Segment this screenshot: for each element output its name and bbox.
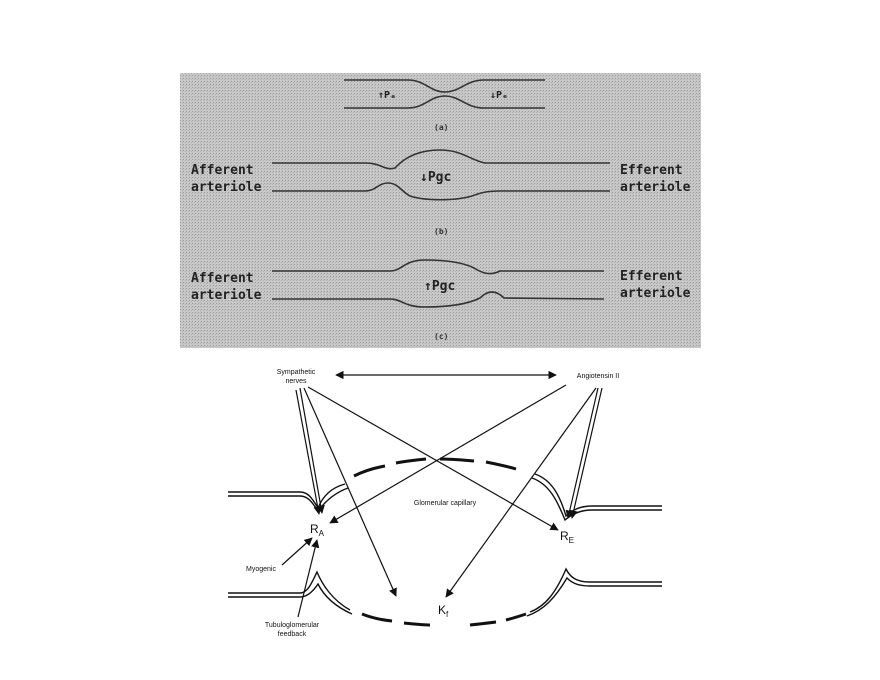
arrow-tgf-to-ra bbox=[297, 539, 320, 618]
ra-label-sub: A bbox=[319, 529, 325, 538]
panel-b-right-label-line1: Efferent bbox=[620, 163, 683, 178]
panel-a-caption: (a) bbox=[434, 123, 448, 132]
lower-capillary-dashes bbox=[361, 612, 527, 627]
re-label-main: R bbox=[560, 529, 569, 543]
lower-afferent-vessel bbox=[228, 570, 353, 615]
panel-a-left-label: ↑Pₐ bbox=[378, 90, 396, 101]
tgf-label-line1: Tubuloglomerular bbox=[265, 622, 320, 629]
arrow-angiotensin-to-ra bbox=[329, 384, 567, 524]
kf-label-main: K bbox=[438, 603, 446, 617]
arrow-sympathetic-to-ra-1 bbox=[295, 389, 322, 515]
top-panel: ↑Pₐ ↓Pₑ (a) Afferent arteriole ↓Pgc Effe… bbox=[180, 73, 701, 348]
lower-efferent-vessel bbox=[526, 567, 662, 617]
arrow-angiotensin-to-kf bbox=[445, 387, 597, 598]
ra-label-main: R bbox=[310, 522, 319, 536]
myogenic-label: Myogenic bbox=[246, 566, 276, 573]
panel-c-right-label-line2: arteriole bbox=[620, 286, 691, 301]
arrow-angiotensin-to-re-1 bbox=[565, 387, 599, 519]
panel-b-top-wall bbox=[272, 149, 610, 170]
panel-c-bottom-wall bbox=[272, 291, 605, 308]
angiotensin-label: Angiotensin II bbox=[577, 373, 619, 380]
arrow-sympathetic-to-re bbox=[307, 386, 559, 531]
panel-a-bottom-wall bbox=[344, 95, 545, 109]
panel-b-right-label-line2: arteriole bbox=[620, 180, 691, 195]
panel-a-right-label: ↓Pₑ bbox=[490, 90, 508, 101]
arrow-sympathetic-to-kf bbox=[303, 387, 397, 597]
kf-label: Kf bbox=[438, 603, 449, 619]
panel-b-left-label-line1: Afferent bbox=[191, 163, 254, 178]
panel-c-center-label: ↑Pgc bbox=[424, 279, 455, 294]
panel-c bbox=[272, 259, 605, 308]
panel-b-caption: (b) bbox=[434, 227, 448, 236]
glomerular-capillary-label: Glomerular capillary bbox=[414, 500, 477, 507]
panel-c-caption: (c) bbox=[434, 332, 448, 341]
arrow-myogenic-to-ra bbox=[281, 537, 313, 566]
tgf-label-line2: feedback bbox=[278, 631, 307, 638]
panel-c-left-label-line1: Afferent bbox=[191, 271, 254, 286]
panel-c-top-wall bbox=[272, 259, 604, 275]
sympathetic-nerves-label-line1: Sympathetic bbox=[277, 369, 316, 376]
bottom-panel: Sympathetic nerves Angiotensin II Glomer… bbox=[228, 369, 662, 638]
arrow-angiotensin-to-re-2 bbox=[569, 387, 603, 519]
panel-a-top-wall bbox=[344, 79, 545, 93]
arrow-sympathetic-to-ra-2 bbox=[299, 387, 325, 514]
panel-c-left-label-line2: arteriole bbox=[191, 288, 262, 303]
ra-label: RA bbox=[310, 522, 325, 538]
re-label-sub: E bbox=[569, 536, 574, 545]
upper-afferent-vessel bbox=[228, 483, 349, 513]
panel-b-left-label-line2: arteriole bbox=[191, 180, 262, 195]
re-label: RE bbox=[560, 529, 574, 545]
panel-b bbox=[272, 149, 610, 201]
panel-b-bottom-wall bbox=[272, 182, 610, 201]
panel-b-center-label: ↓Pgc bbox=[420, 170, 451, 185]
kf-label-sub: f bbox=[446, 610, 449, 619]
upper-efferent-vessel bbox=[531, 473, 662, 522]
panel-a bbox=[344, 79, 545, 109]
upper-capillary-dashes bbox=[353, 457, 517, 478]
panel-c-right-label-line1: Efferent bbox=[620, 269, 683, 284]
top-panel-background bbox=[180, 73, 701, 348]
sympathetic-nerves-label-line2: nerves bbox=[285, 378, 307, 385]
regulation-arrows bbox=[281, 370, 603, 618]
